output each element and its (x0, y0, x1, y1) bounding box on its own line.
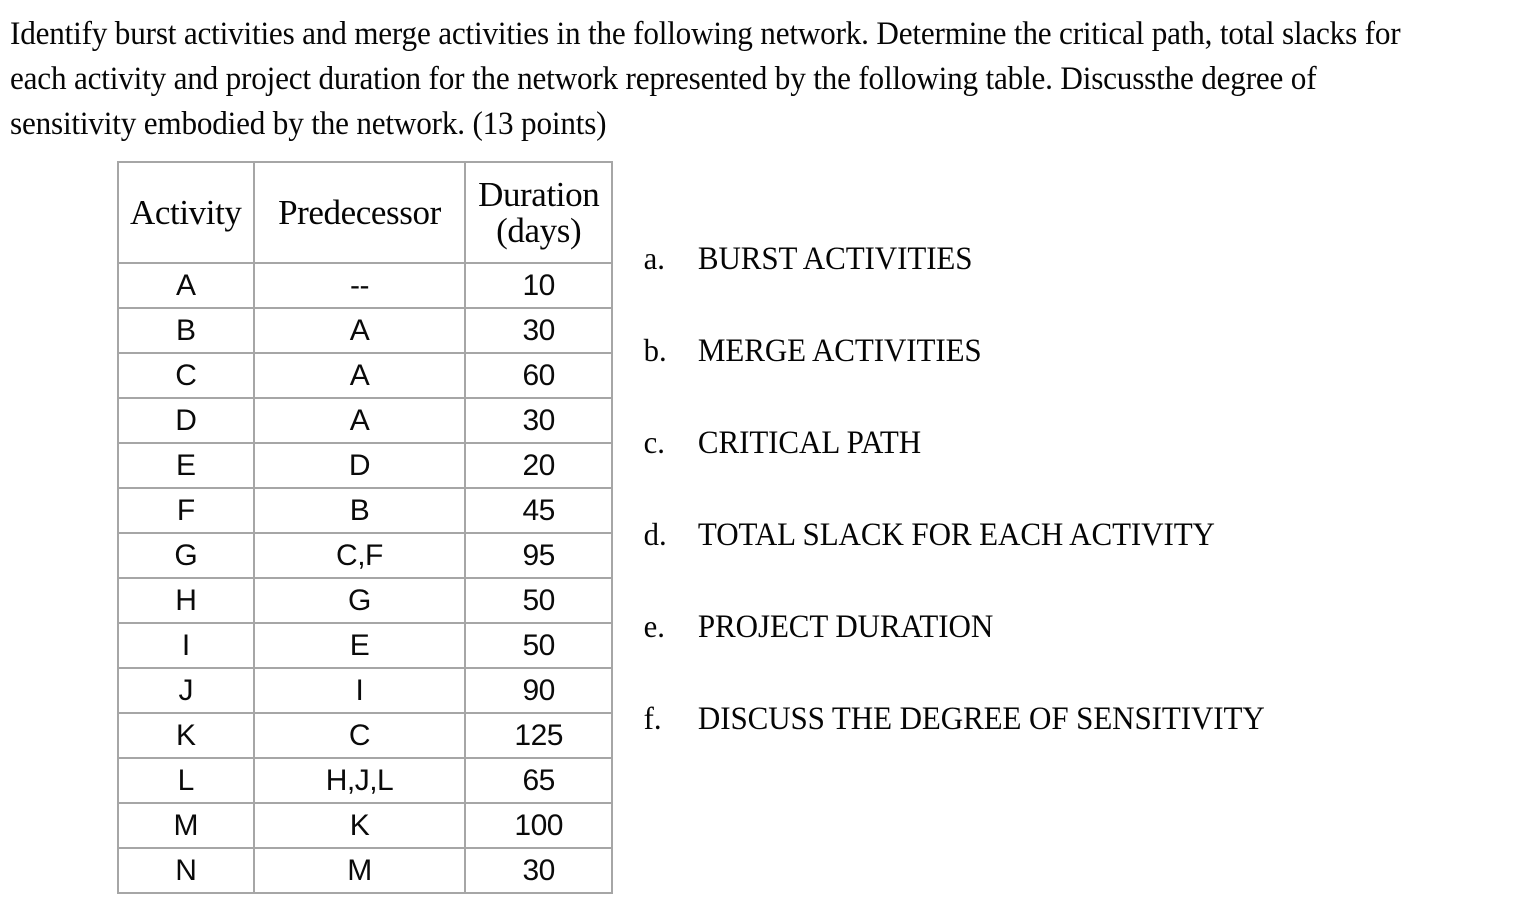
column-header-duration-line2: (days) (496, 210, 582, 250)
question-item: e. PROJECT DURATION (643, 609, 1503, 701)
cell-predecessor: E (252, 622, 467, 669)
question-label: CRITICAL PATH (697, 425, 922, 461)
question-label: BURST ACTIVITIES (697, 241, 973, 277)
cell-duration: 100 (464, 802, 613, 849)
cell-activity: N (117, 847, 255, 894)
cell-duration: 45 (464, 487, 613, 534)
cell-duration: 30 (464, 847, 613, 894)
question-item: a. BURST ACTIVITIES (643, 241, 1503, 333)
cell-duration: 95 (464, 532, 613, 579)
cell-predecessor: C,F (252, 532, 467, 579)
cell-predecessor: D (252, 442, 467, 489)
cell-activity: I (117, 622, 255, 669)
cell-duration: 50 (464, 577, 613, 624)
cell-activity: C (117, 352, 255, 399)
cell-predecessor: A (252, 397, 467, 444)
table-header-row: Activity Predecessor Duration (days) (117, 161, 613, 264)
question-label: TOTAL SLACK FOR EACH ACTIVITY (697, 517, 1215, 553)
activity-table: Activity Predecessor Duration (days) A--… (117, 161, 613, 894)
question-marker: b. (643, 332, 667, 368)
question-marker: e. (643, 608, 665, 644)
cell-predecessor: G (252, 577, 467, 624)
question-list: a. BURST ACTIVITIES b. MERGE ACTIVITIES c. CR… (643, 241, 1503, 793)
cell-activity: F (117, 487, 255, 534)
question-marker: c. (643, 424, 665, 460)
question-marker: a. (643, 240, 665, 276)
cell-activity: G (117, 532, 255, 579)
cell-duration: 20 (464, 442, 613, 489)
cell-predecessor: H,J,L (252, 757, 467, 804)
cell-duration: 60 (464, 352, 613, 399)
cell-duration: 65 (464, 757, 613, 804)
question-marker: d. (643, 516, 667, 552)
cell-activity: K (117, 712, 255, 759)
cell-predecessor: M (252, 847, 467, 894)
question-item: d. TOTAL SLACK FOR EACH ACTIVITY (643, 517, 1503, 609)
cell-predecessor: K (252, 802, 467, 849)
cell-activity: J (117, 667, 255, 714)
question-label: DISCUSS THE DEGREE OF SENSITIVITY (697, 701, 1265, 737)
cell-duration: 30 (464, 307, 613, 354)
cell-activity: M (117, 802, 255, 849)
cell-predecessor: I (252, 667, 467, 714)
cell-activity: E (117, 442, 255, 489)
question-marker: f. (643, 700, 662, 736)
question-item: f. DISCUSS THE DEGREE OF SENSITIVITY (643, 701, 1503, 793)
question-label: PROJECT DURATION (697, 609, 994, 645)
column-header-predecessor: Predecessor (252, 161, 467, 264)
cell-activity: B (117, 307, 255, 354)
problem-statement: Identify burst activities and merge acti… (10, 16, 1401, 142)
column-header-activity: Activity (117, 161, 255, 264)
cell-predecessor: -- (252, 262, 467, 309)
cell-activity: H (117, 577, 255, 624)
cell-activity: A (117, 262, 255, 309)
cell-predecessor: B (252, 487, 467, 534)
cell-predecessor: A (252, 352, 467, 399)
question-item: b. MERGE ACTIVITIES (643, 333, 1503, 425)
column-header-duration: Duration (days) (464, 161, 613, 264)
activity-table-container: Activity Predecessor Duration (days) A--… (117, 161, 613, 894)
table-header: Activity Predecessor Duration (days) (117, 161, 613, 264)
cell-activity: D (117, 397, 255, 444)
cell-duration: 125 (464, 712, 613, 759)
cell-predecessor: C (252, 712, 467, 759)
column-header-duration-line1: Duration (478, 174, 600, 214)
cell-duration: 50 (464, 622, 613, 669)
cell-predecessor: A (252, 307, 467, 354)
table-row: A--10 (117, 262, 613, 309)
question-item: c. CRITICAL PATH (643, 425, 1503, 517)
cell-duration: 90 (464, 667, 613, 714)
cell-duration: 10 (464, 262, 613, 309)
cell-activity: L (117, 757, 255, 804)
cell-duration: 30 (464, 397, 613, 444)
question-label: MERGE ACTIVITIES (697, 333, 982, 369)
